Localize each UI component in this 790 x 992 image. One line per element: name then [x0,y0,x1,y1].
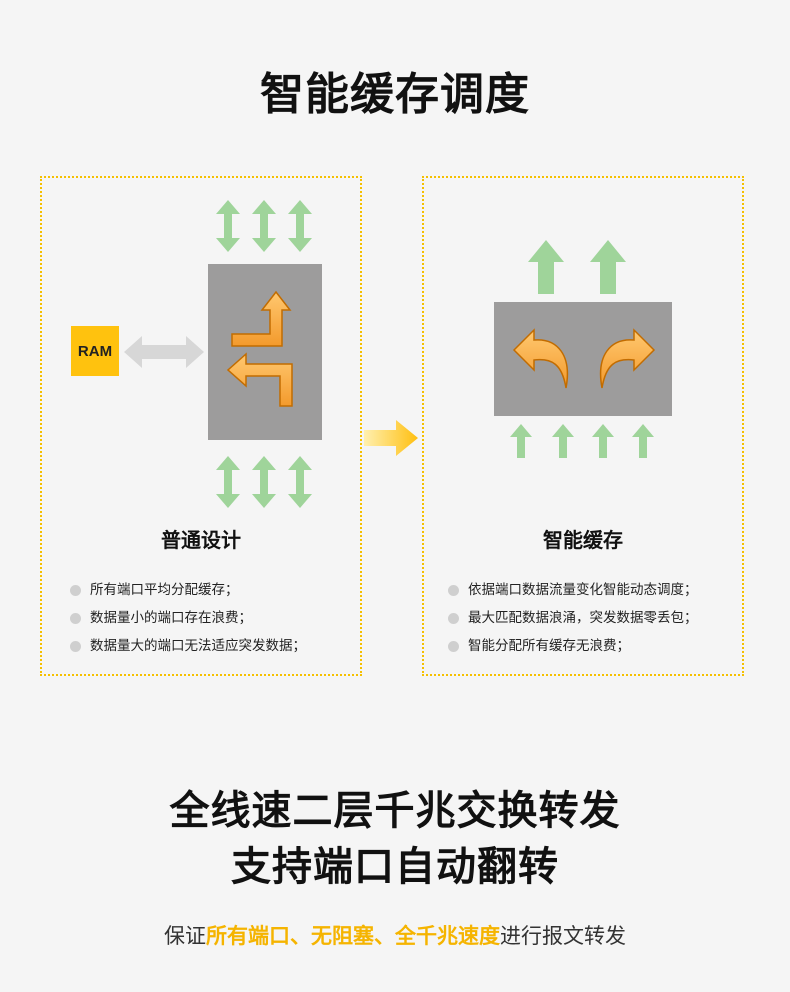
vertical-double-arrow-icon [216,456,240,508]
up-arrow-row-bottom [510,424,654,458]
bullet-dot-icon [70,613,81,624]
normal-design-heading: 普通设计 [161,528,241,552]
vertical-double-arrow-icon [216,200,240,252]
list-item: 数据量大的端口无法适应突发数据； [70,632,306,660]
bullet-dot-icon [448,585,459,596]
double-arrow-row-bottom [216,456,312,508]
bullet-dot-icon [70,585,81,596]
turn-arrows-icon [226,290,293,407]
list-item: 智能分配所有缓存无浪费； [448,632,698,660]
subline-highlight: 所有端口、无阻塞、全千兆速度 [206,924,500,948]
subline: 保证所有端口、无阻塞、全千兆速度进行报文转发 [0,920,790,950]
subline-suffix: 进行报文转发 [500,924,626,948]
vertical-double-arrow-icon [252,200,276,252]
ram-block: RAM [71,326,119,376]
smart-cache-bullets: 依据端口数据流量变化智能动态调度； 最大匹配数据浪涌，突发数据零丢包； 智能分配… [448,576,698,660]
smart-cache-panel: 智能缓存 依据端口数据流量变化智能动态调度； 最大匹配数据浪涌，突发数据零丢包；… [422,176,744,676]
list-item: 依据端口数据流量变化智能动态调度； [448,576,698,604]
list-item: 所有端口平均分配缓存； [70,576,306,604]
up-arrow-icon [528,240,564,294]
headline-line-1: 全线速二层千兆交换转发 [169,788,621,834]
bullet-dot-icon [448,641,459,652]
double-arrow-row-top [216,200,312,252]
up-arrow-row-top [528,240,626,294]
curved-arrows-icon [512,328,656,389]
vertical-double-arrow-icon [252,456,276,508]
up-arrow-icon [632,424,654,458]
up-arrow-icon [590,240,626,294]
vertical-double-arrow-icon [288,200,312,252]
up-arrow-icon [510,424,532,458]
transition-arrow-icon [364,420,418,456]
page-title: 智能缓存调度 [260,69,530,120]
bullet-dot-icon [448,613,459,624]
subline-prefix: 保证 [164,924,206,948]
up-arrow-icon [552,424,574,458]
horizontal-double-arrow-icon [124,336,204,368]
vertical-double-arrow-icon [288,456,312,508]
buffer-box [208,264,322,440]
normal-design-panel: RAM 普通设计 所有端口平均分配缓存； 数据量小的端口存在浪费； 数据量大的端… [40,176,362,676]
smart-cache-heading: 智能缓存 [543,528,623,552]
headline-line-2: 支持端口自动翻转 [231,844,559,890]
up-arrow-icon [592,424,614,458]
bullet-dot-icon [70,641,81,652]
list-item: 最大匹配数据浪涌，突发数据零丢包； [448,604,698,632]
normal-design-bullets: 所有端口平均分配缓存； 数据量小的端口存在浪费； 数据量大的端口无法适应突发数据… [70,576,306,660]
list-item: 数据量小的端口存在浪费； [70,604,306,632]
